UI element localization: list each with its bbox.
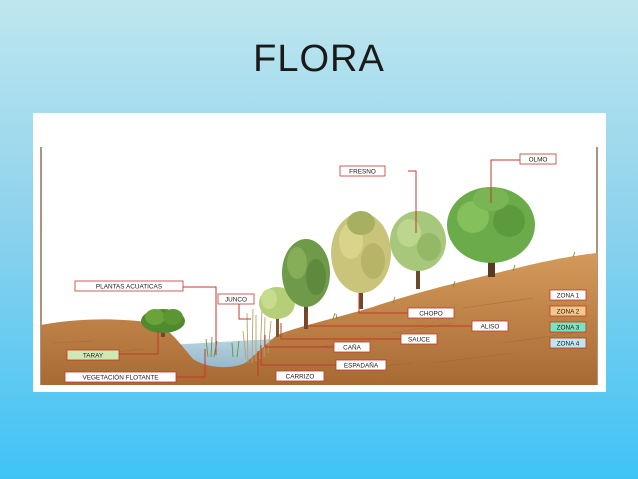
grass-tufts <box>332 251 576 320</box>
label-sauce: SAUCE <box>400 333 438 345</box>
svg-text:CAÑA: CAÑA <box>343 343 361 352</box>
svg-text:ESPADAÑA: ESPADAÑA <box>344 361 379 370</box>
label-taray: TARAY <box>66 349 120 361</box>
svg-text:FRESNO: FRESNO <box>349 169 376 176</box>
zone-legend: ZONA 1 ZONA 2 ZONA 3 ZONA 4 <box>549 289 587 349</box>
ground-profile <box>41 253 597 385</box>
olmo-tree <box>447 187 535 277</box>
diagram-panel: PLANTAS ACUATICAS JUNCO FRESNO OLMO TARA… <box>33 113 606 392</box>
label-aliso: ALISO <box>471 320 509 332</box>
zone-2-box: ZONA 2 <box>549 305 587 317</box>
svg-text:ZONA 2: ZONA 2 <box>557 309 580 316</box>
zone-3-box: ZONA 3 <box>549 321 587 333</box>
fresno-tree <box>390 211 446 289</box>
cana-shrub <box>259 287 295 337</box>
riparian-vegetation-diagram: PLANTAS ACUATICAS JUNCO FRESNO OLMO TARA… <box>40 147 598 385</box>
label-olmo: OLMO <box>519 153 557 165</box>
svg-text:SAUCE: SAUCE <box>408 337 430 344</box>
chopo-tree <box>331 211 391 309</box>
taray-shrub <box>141 309 185 337</box>
sauce-tree <box>282 239 330 329</box>
label-carrizo: CARRIZO <box>275 370 325 382</box>
label-vegetacion-flotante: VEGETACIÓN FLOTANTE <box>64 371 177 383</box>
svg-text:ZONA 1: ZONA 1 <box>557 293 580 300</box>
label-plantas-acuaticas: PLANTAS ACUATICAS <box>74 280 184 292</box>
svg-text:ZONA 3: ZONA 3 <box>557 325 580 332</box>
label-fresno: FRESNO <box>339 165 386 177</box>
label-chopo: CHOPO <box>407 307 455 319</box>
zone-4-box: ZONA 4 <box>549 337 587 349</box>
label-espadana: ESPADAÑA <box>335 359 387 371</box>
svg-text:PLANTAS ACUATICAS: PLANTAS ACUATICAS <box>96 284 162 291</box>
svg-text:ZONA 4: ZONA 4 <box>557 341 580 348</box>
label-junco: JUNCO <box>217 293 255 305</box>
svg-text:TARAY: TARAY <box>83 353 104 360</box>
svg-text:CARRIZO: CARRIZO <box>286 374 315 381</box>
svg-text:ALISO: ALISO <box>481 324 500 331</box>
zone-1-box: ZONA 1 <box>549 289 587 301</box>
label-cana: CAÑA <box>333 341 371 353</box>
svg-text:VEGETACIÓN FLOTANTE: VEGETACIÓN FLOTANTE <box>82 373 158 382</box>
svg-text:CHOPO: CHOPO <box>419 311 442 318</box>
svg-text:JUNCO: JUNCO <box>225 297 247 304</box>
slide-title: FLORA <box>253 38 385 80</box>
reeds <box>242 308 272 364</box>
svg-text:OLMO: OLMO <box>529 157 548 164</box>
